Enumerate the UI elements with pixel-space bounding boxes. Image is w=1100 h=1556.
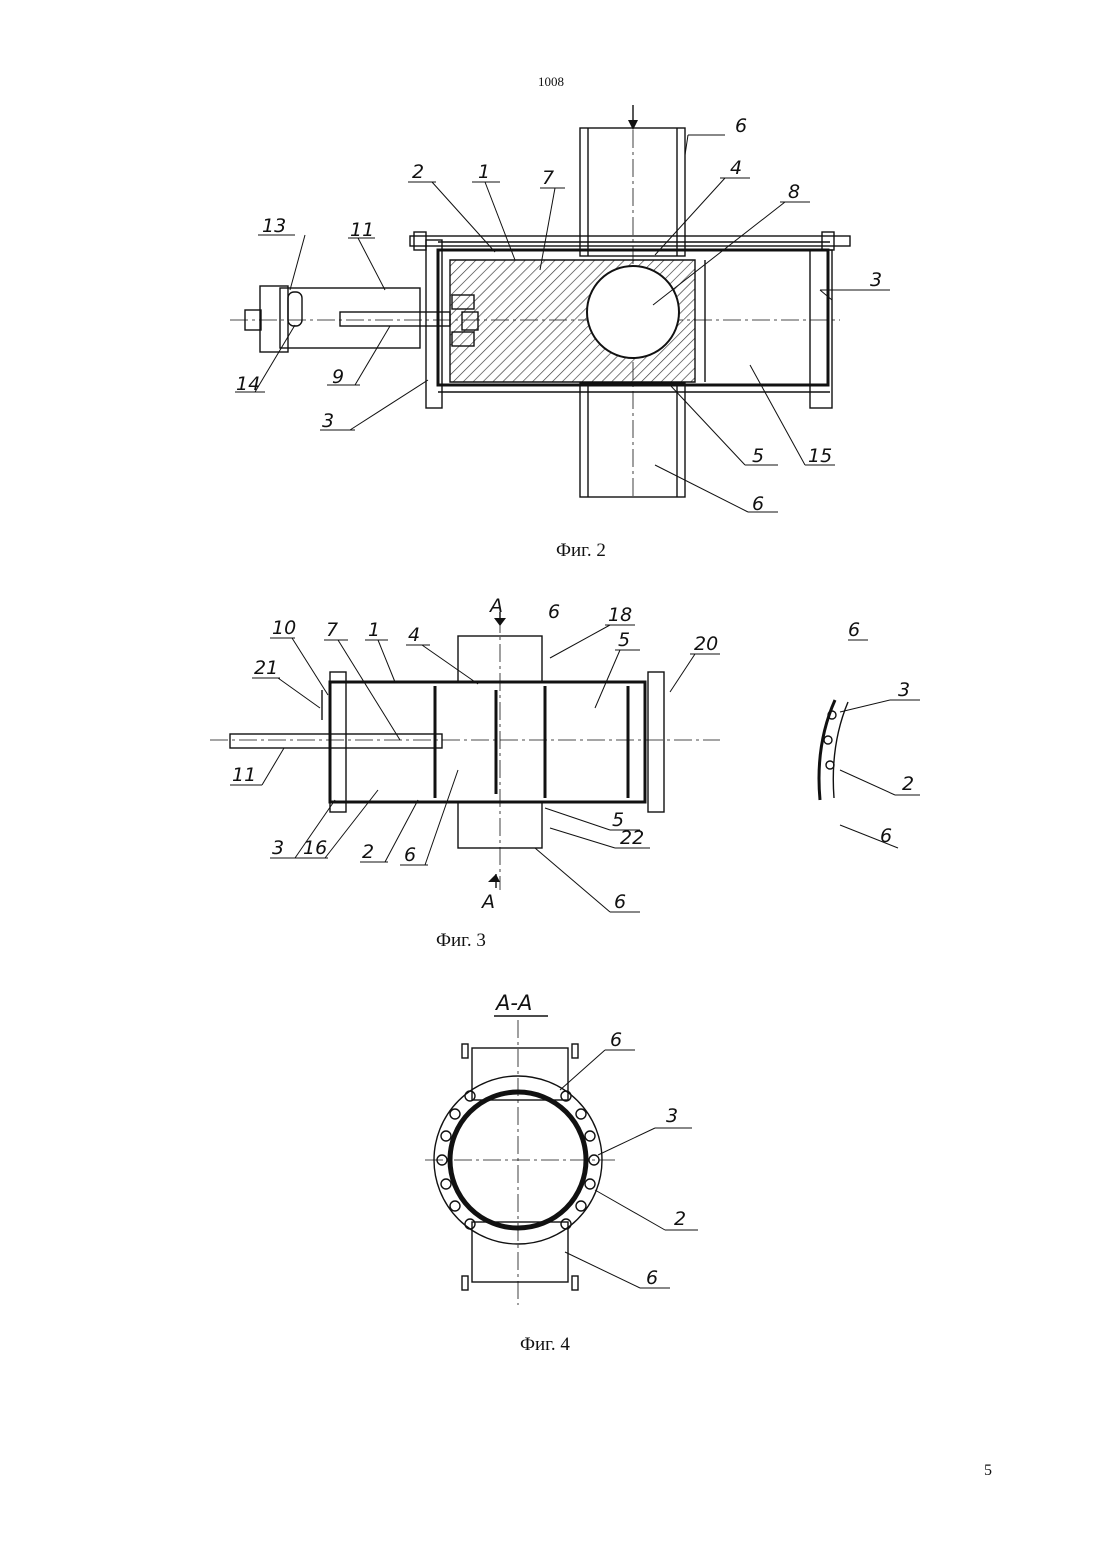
fig4-label-2: 2 xyxy=(674,1208,686,1230)
fig2-top-pipe xyxy=(580,128,685,256)
fig3-label-9: 7 xyxy=(326,619,338,641)
document-number: 1008 xyxy=(538,74,578,90)
fig3-label-18: 18 xyxy=(608,604,632,626)
fig3-label-8: 5 xyxy=(618,629,630,651)
fig3-section-mark-top: А xyxy=(488,595,503,617)
fig3-rod xyxy=(230,734,442,748)
fig2-label-15: 15 xyxy=(808,445,832,467)
fig2-label-14: 14 xyxy=(236,373,260,395)
fig2-bottom-pipe xyxy=(580,383,685,497)
fig3-housing xyxy=(330,682,645,802)
fig2-label-2: 2 xyxy=(412,161,424,183)
fig3-detail-label-2: 2 xyxy=(902,773,914,795)
fig3-label-20: 20 xyxy=(694,633,718,655)
figure-4-drawing: А-А 6 3 2 6 xyxy=(400,980,720,1320)
fig2-label-6-top: 6 xyxy=(735,115,747,137)
page-number: 5 xyxy=(984,1462,992,1480)
fig3-label-22: 22 xyxy=(620,827,644,849)
fig2-label-8: 8 xyxy=(788,181,800,203)
fig4-bottom-pipe xyxy=(472,1222,568,1282)
fig2-label-4: 4 xyxy=(730,157,742,179)
fig2-label-13: 13 xyxy=(262,215,286,237)
fig3-label-7: 6 xyxy=(404,844,416,866)
fig3-label-10: 10 xyxy=(272,617,296,639)
fig3-section-mark-bottom: А xyxy=(480,891,495,913)
fig3-detail-label-3: 3 xyxy=(898,679,910,701)
fig2-cylinder xyxy=(280,288,420,348)
fig4-section-title: А-А xyxy=(494,991,532,1015)
fig3-label-21: 21 xyxy=(254,657,278,679)
fig3-label-4: 4 xyxy=(408,624,420,646)
fig2-piston-rod xyxy=(340,312,450,326)
fig2-label-3-left: 3 xyxy=(322,410,334,432)
figure-2-drawing: 13 11 14 9 3 2 1 7 6 4 8 3 5 15 6 xyxy=(200,100,920,530)
fig4-label-6-bottom: 6 xyxy=(646,1267,658,1289)
fig4-label-6-top: 6 xyxy=(610,1029,622,1051)
fig3-label-11: 11 xyxy=(232,764,256,786)
fig2-gate-hole xyxy=(587,266,679,358)
fig2-label-5: 5 xyxy=(752,445,764,467)
fig3-label-3: 3 xyxy=(272,837,284,859)
fig2-label-7: 7 xyxy=(542,167,554,189)
fig2-label-1: 1 xyxy=(478,161,490,183)
fig3-label-1: 1 xyxy=(368,619,380,641)
fig3-label-16: 16 xyxy=(303,837,327,859)
fig3-label-6-bottom: 6 xyxy=(614,891,626,913)
fig3-label-2: 2 xyxy=(362,841,374,863)
fig2-left-flange xyxy=(426,240,442,408)
fig3-detail-label-6-top: 6 xyxy=(848,619,860,641)
fig3-label-6-top: 6 xyxy=(548,601,560,623)
fig2-caption: Фиг. 2 xyxy=(556,540,606,562)
fig3-caption: Фиг. 3 xyxy=(436,930,486,952)
fig4-label-3: 3 xyxy=(666,1105,678,1127)
fig2-label-6-bottom: 6 xyxy=(752,493,764,515)
fig2-label-9: 9 xyxy=(332,366,344,388)
figure-3-drawing: А А 10 7 1 4 21 11 3 16 2 xyxy=(200,590,930,920)
fig4-caption: Фиг. 4 xyxy=(520,1334,570,1356)
fig3-detail-label-6-bottom: 6 xyxy=(880,825,892,847)
fig2-label-3-right: 3 xyxy=(870,269,882,291)
fig3-detail xyxy=(819,640,920,848)
fig2-label-11: 11 xyxy=(350,219,374,241)
